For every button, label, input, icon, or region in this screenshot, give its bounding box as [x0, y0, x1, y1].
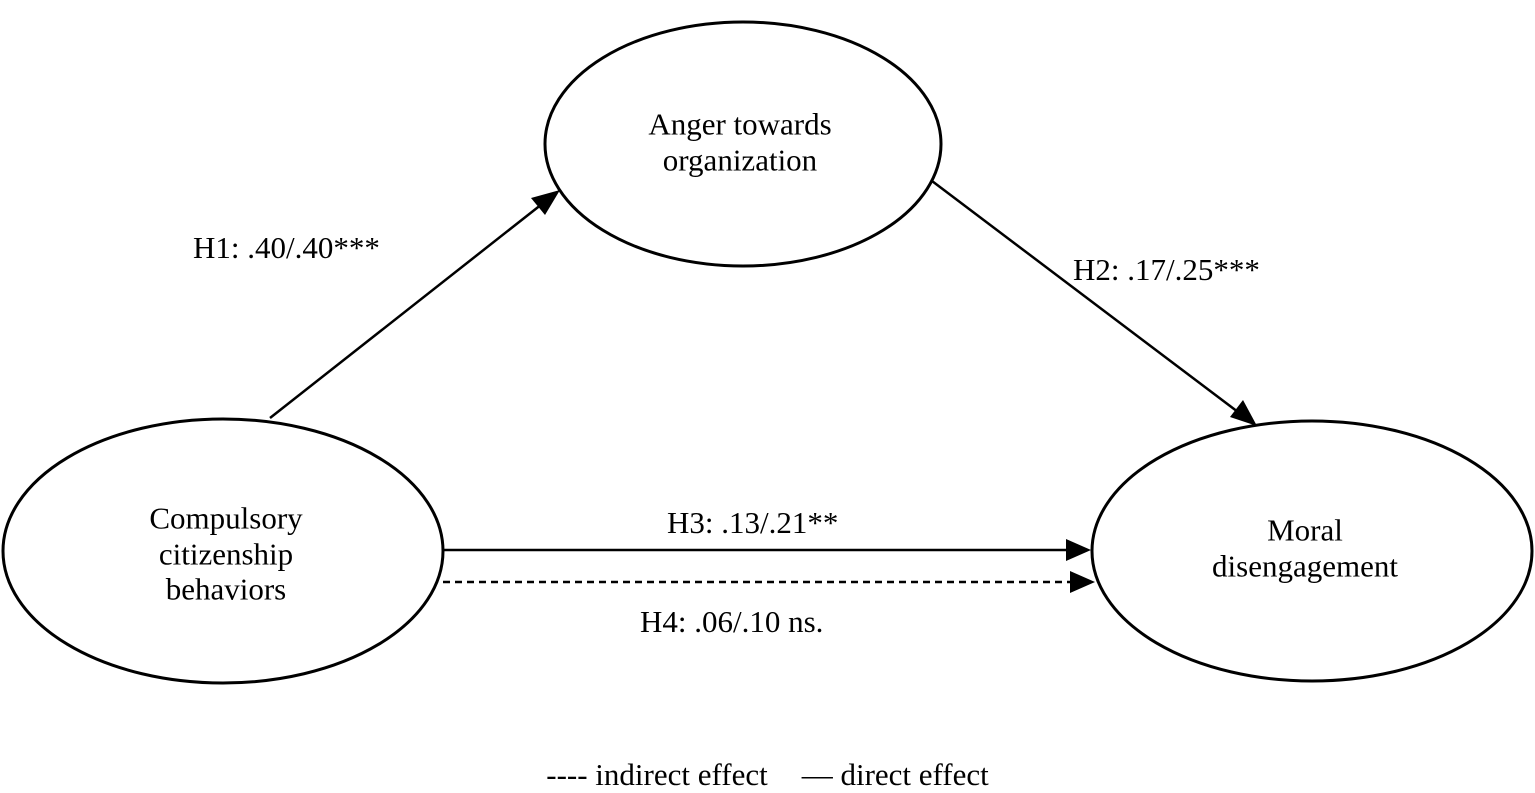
node-anger-line-1: Anger towards	[648, 106, 832, 142]
edge-h2-line	[931, 180, 1239, 413]
node-ccb-line-2: citizenship	[158, 536, 294, 572]
node-moral-label: Moral disengagement	[1212, 512, 1398, 583]
edge-h2-label: H2: .17/.25***	[1073, 252, 1260, 288]
edge-h1-label: H1: .40/.40***	[193, 230, 380, 266]
node-moral-line-1: Moral	[1267, 512, 1343, 548]
edge-h3-arrowhead	[1066, 539, 1091, 561]
edge-h2-arrowhead	[1230, 400, 1257, 426]
edge-h4-arrowhead	[1070, 571, 1095, 593]
node-moral-line-2: disengagement	[1212, 548, 1398, 583]
legend-direct-effect: — direct effect	[801, 757, 989, 792]
node-anger-line-2: organization	[662, 142, 818, 177]
edge-h1-line	[269, 203, 543, 419]
node-ccb-line-1: Compulsory	[149, 500, 303, 536]
node-ccb-line-3: behaviors	[165, 571, 287, 607]
legend: ---- indirect effect — direct effect	[546, 757, 989, 793]
edge-h1-arrowhead	[531, 190, 560, 215]
legend-indirect-effect: ---- indirect effect	[546, 757, 768, 792]
edge-h4-label: H4: .06/.10 ns.	[640, 604, 824, 640]
node-anger-label: Anger towards organization	[648, 106, 831, 177]
node-anger-ellipse	[543, 20, 943, 268]
node-ccb-label: Compulsory citizenship behaviors	[149, 501, 302, 608]
node-moral-ellipse	[1090, 419, 1534, 683]
edge-h3-label: H3: .13/.21**	[667, 505, 839, 541]
